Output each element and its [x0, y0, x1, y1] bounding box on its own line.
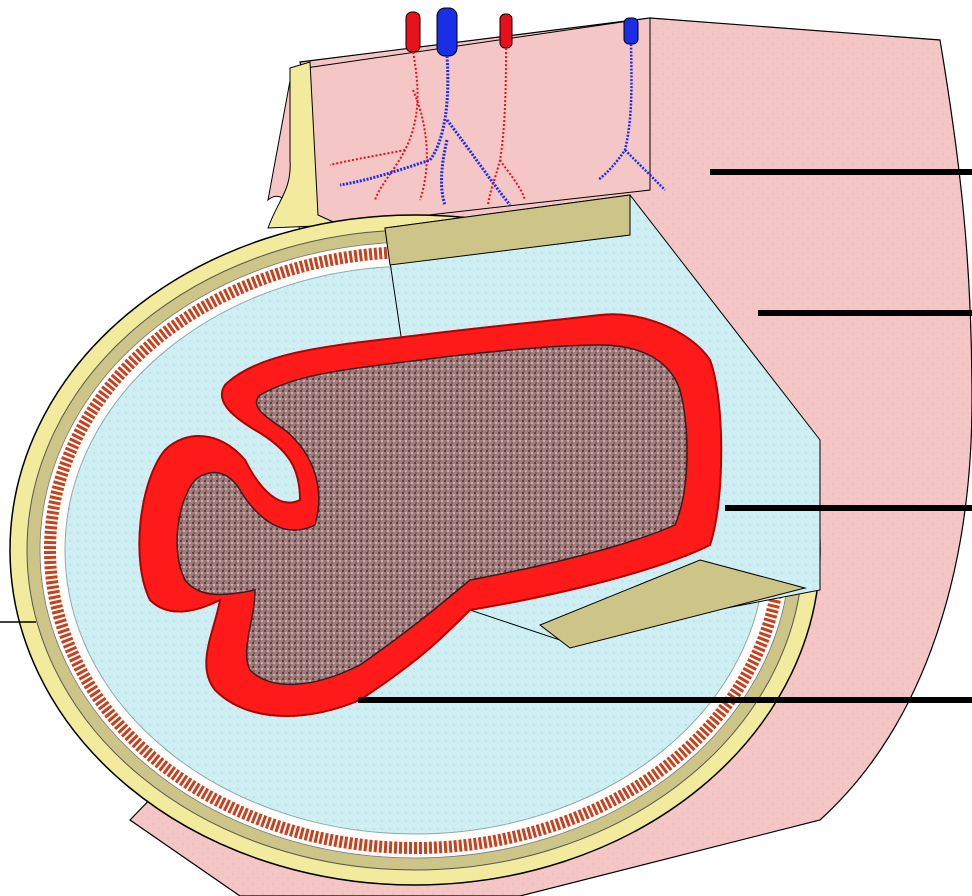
vein-2-stub	[624, 18, 638, 44]
artery-2-stub	[500, 14, 512, 48]
vein-1-stub	[437, 8, 457, 56]
artery-1-stub	[406, 12, 420, 52]
